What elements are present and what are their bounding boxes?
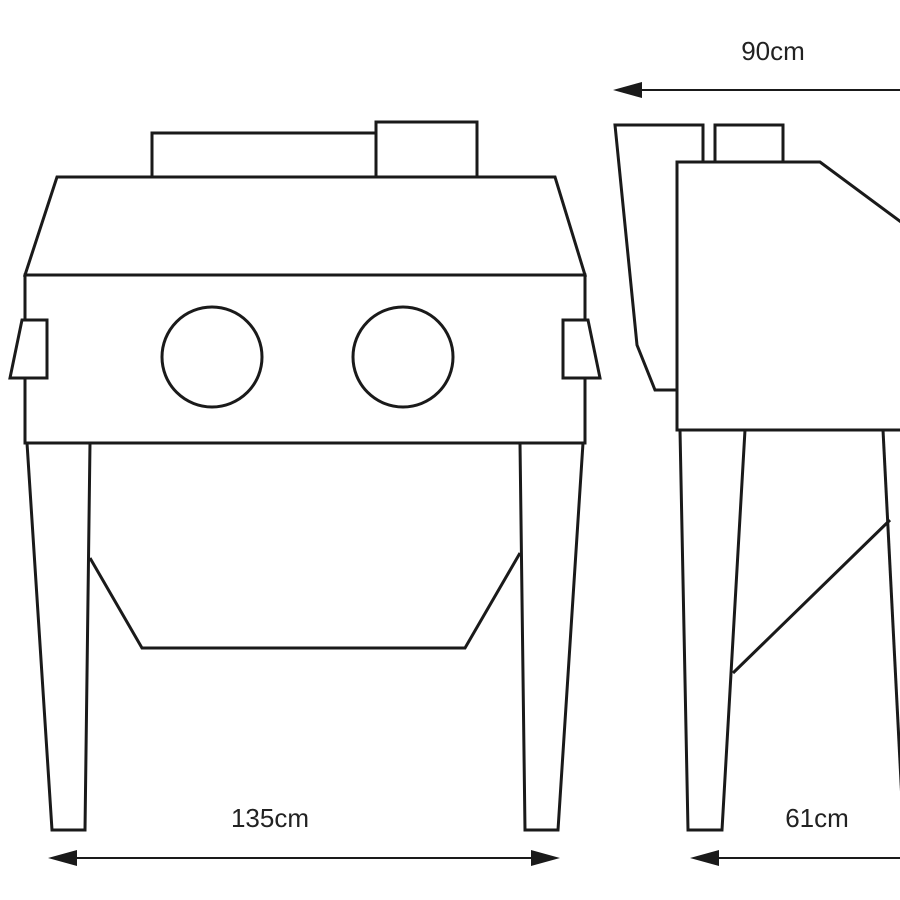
dimension-leg-spread: 61cm: [690, 803, 900, 866]
width-arrowhead-right: [531, 850, 560, 866]
side-rear-duct: [613, 123, 705, 392]
front-leg-left: [25, 441, 92, 832]
dimension-depth: 90cm: [613, 36, 900, 98]
front-top-box-left: [150, 131, 378, 179]
side-brace: [731, 518, 892, 675]
width-label: 135cm: [231, 803, 309, 833]
depth-label: 90cm: [741, 36, 805, 66]
front-leg-right: [518, 441, 585, 832]
side-leg-left: [678, 428, 747, 832]
side-top-box: [713, 123, 785, 164]
side-cabinet-body: [675, 160, 900, 432]
front-hopper: [88, 552, 522, 650]
dimension-width: 135cm: [48, 803, 560, 866]
front-hood: [22, 175, 588, 277]
front-right-handle: [561, 318, 602, 380]
depth-arrowhead: [613, 82, 642, 98]
front-glove-port-right: [351, 305, 455, 409]
leg-spread-arrowhead: [690, 850, 719, 866]
width-arrowhead-left: [48, 850, 77, 866]
side-view: [613, 123, 900, 832]
front-cabinet-body: [23, 273, 587, 445]
front-top-box-right: [374, 120, 479, 179]
front-view: [8, 120, 602, 832]
front-glove-port-left: [160, 305, 264, 409]
side-leg-right: [881, 429, 900, 792]
leg-spread-label: 61cm: [785, 803, 849, 833]
front-left-handle: [8, 318, 49, 380]
